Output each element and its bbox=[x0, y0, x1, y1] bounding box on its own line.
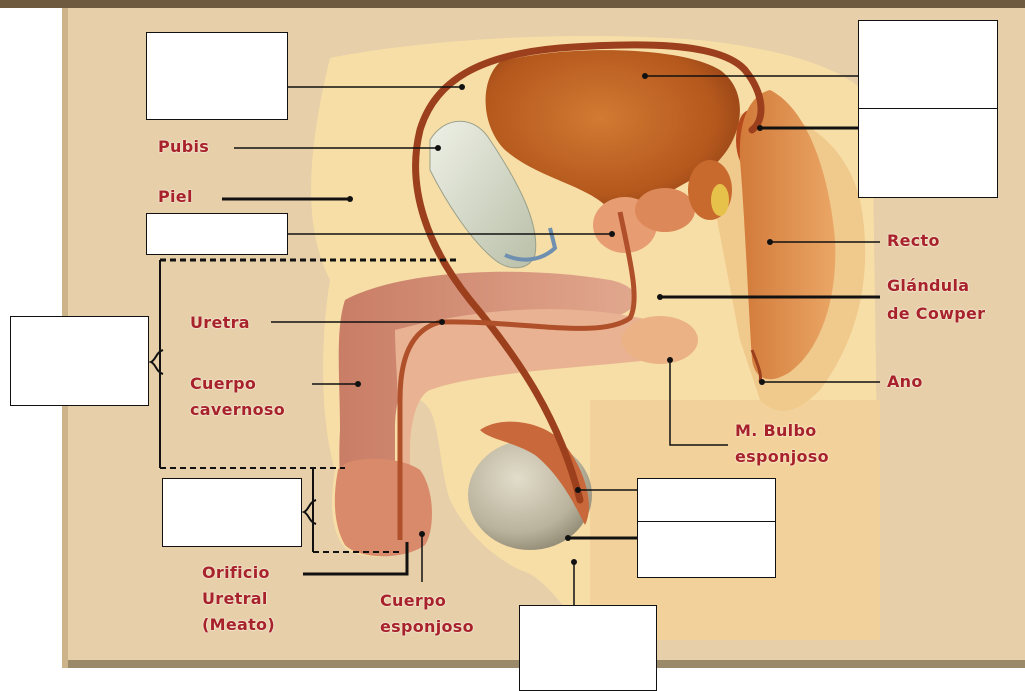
glans bbox=[335, 459, 432, 557]
blank-box-penis[interactable] bbox=[10, 316, 149, 406]
label-cuerpo-esponjoso-line1: Cuerpo bbox=[380, 590, 446, 611]
label-bulbo-line1: M. Bulbo bbox=[735, 420, 817, 441]
label-orificio-line1: Orificio bbox=[202, 562, 270, 583]
label-glandula-line2: de Cowper bbox=[887, 303, 985, 324]
label-ano: Ano bbox=[887, 371, 923, 392]
label-cuerpo-esponjoso-line2: esponjoso bbox=[380, 616, 474, 637]
blank-box-vas-deferens[interactable] bbox=[146, 32, 288, 120]
label-uretra: Uretra bbox=[190, 312, 250, 333]
blank-box-epididymis[interactable] bbox=[637, 478, 776, 523]
label-piel: Piel bbox=[158, 186, 193, 207]
label-recto: Recto bbox=[887, 230, 940, 251]
label-orificio-line3: (Meato) bbox=[202, 614, 275, 635]
label-pubis: Pubis bbox=[158, 136, 209, 157]
blank-box-scrotum[interactable] bbox=[519, 605, 657, 691]
blank-box-glans[interactable] bbox=[162, 478, 302, 547]
blank-box-bladder[interactable] bbox=[858, 20, 998, 110]
label-cuerpo-cavernoso-line2: cavernoso bbox=[190, 399, 285, 420]
label-bulbo-line2: esponjoso bbox=[735, 446, 829, 467]
blank-box-prostate[interactable] bbox=[146, 213, 288, 255]
blank-box-testicle[interactable] bbox=[637, 521, 776, 578]
blank-box-seminal-vesicle[interactable] bbox=[858, 108, 998, 198]
label-orificio-line2: Uretral bbox=[202, 588, 268, 609]
bulbospongiosus bbox=[622, 316, 698, 364]
label-glandula-line1: Glándula bbox=[887, 275, 969, 296]
label-cuerpo-cavernoso-line1: Cuerpo bbox=[190, 373, 256, 394]
